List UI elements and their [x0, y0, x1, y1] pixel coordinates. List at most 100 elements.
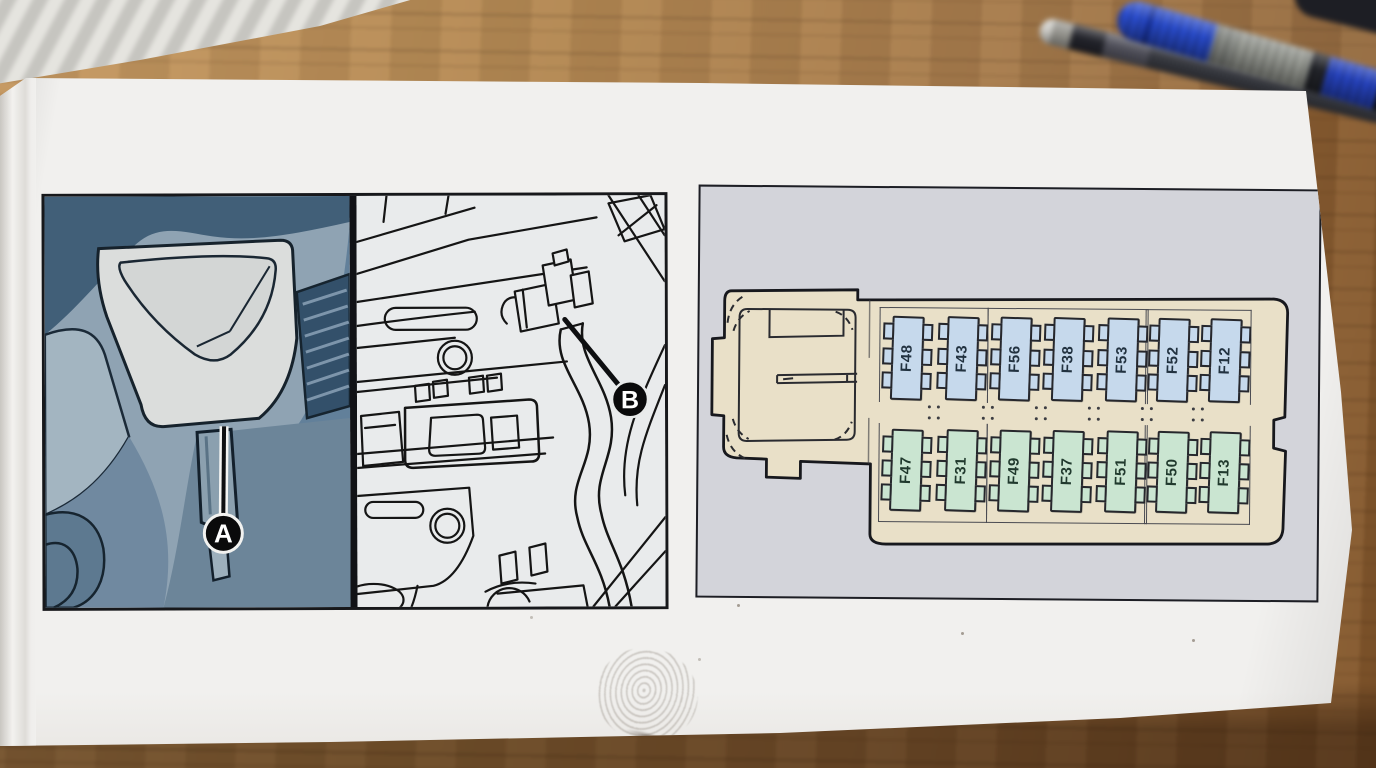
- diagram-dot: [990, 405, 994, 409]
- fuse-tab: [1199, 437, 1212, 456]
- fuse-tab: [1198, 485, 1210, 504]
- fuse-F47: F47: [880, 428, 933, 512]
- fuse-F50: F50: [1146, 430, 1199, 514]
- diagram-dot: [1200, 407, 1204, 411]
- engine-bay-illustration: B: [356, 195, 666, 607]
- fuse-tab: [989, 436, 1002, 454]
- fuse-tab: [920, 460, 932, 479]
- fuse-tab: [1082, 349, 1094, 368]
- fuse-label: F48: [897, 344, 916, 373]
- fuse-tab: [1200, 349, 1212, 368]
- fuse-tab: [1097, 349, 1109, 367]
- fuse-tab: [988, 484, 1000, 502]
- fuse-tab: [989, 372, 1001, 390]
- fuse-tab: [975, 373, 987, 391]
- diagram-dot: [1034, 417, 1038, 421]
- fuse-tab: [936, 435, 949, 454]
- fuse-tab: [1147, 373, 1159, 391]
- fuse-tab: [1136, 325, 1149, 343]
- diagram-dot: [936, 416, 940, 420]
- fuse-tab: [1041, 484, 1053, 502]
- fuse-tab: [976, 324, 989, 342]
- paper-speck: [737, 604, 740, 607]
- fuse-tab: [1238, 375, 1250, 393]
- callout-a-label: A: [214, 518, 233, 548]
- fuse-label: F51: [1111, 457, 1130, 486]
- fuse-tab: [1237, 487, 1249, 505]
- fuse-tab: [937, 322, 950, 341]
- fuse-tab: [1239, 326, 1252, 344]
- fuse-label: F56: [1005, 344, 1024, 374]
- fuse-tab: [921, 348, 933, 367]
- fuse-tab: [1148, 349, 1160, 367]
- illustration-panel-frame: A: [41, 192, 669, 611]
- diagram-dot: [1191, 407, 1195, 411]
- diagram-dot: [1034, 406, 1038, 410]
- fuse-tab: [935, 483, 947, 502]
- fuse-tab: [1081, 437, 1094, 456]
- paper-speck: [961, 632, 964, 635]
- fuse-tab: [1097, 324, 1110, 342]
- fuse-tab: [974, 485, 986, 503]
- fuse-tab: [1043, 348, 1055, 366]
- fuse-tab: [1081, 461, 1093, 480]
- paper-speck: [1192, 639, 1195, 642]
- fuse-label: F31: [951, 456, 970, 485]
- fuse-tab: [1096, 437, 1109, 455]
- fuse-F31: F31: [935, 429, 988, 513]
- fuse-tab: [1081, 373, 1093, 392]
- fuse-tab: [1043, 323, 1056, 342]
- fuse-tab: [1148, 324, 1161, 342]
- diagram-dot: [1096, 417, 1100, 421]
- fuse-tab: [1028, 461, 1040, 479]
- fuse-tab: [990, 348, 1002, 366]
- diagram-dot: [1043, 417, 1047, 421]
- fuse-label: F37: [1057, 457, 1076, 486]
- diagram-dot: [1140, 407, 1144, 411]
- fuse-tab: [920, 372, 932, 391]
- diagram-dot: [1043, 406, 1047, 410]
- fuse-tab: [1187, 350, 1199, 369]
- diagram-dot: [927, 416, 931, 420]
- fuse-tab: [1200, 324, 1213, 343]
- fuse-tab: [975, 461, 987, 479]
- fuse-tab: [880, 483, 892, 501]
- paper-speck: [698, 658, 701, 661]
- fuse-tab: [1096, 461, 1108, 479]
- fuse-label: F49: [1004, 456, 1023, 486]
- fuse-tab: [1187, 325, 1200, 344]
- fuse-F52: F52: [1147, 317, 1200, 403]
- fuse-tab: [989, 460, 1001, 478]
- fuse-tab: [1199, 373, 1211, 392]
- fuse-tab: [976, 349, 988, 367]
- fuse-tab: [1082, 324, 1095, 343]
- fuse-F13: F13: [1198, 431, 1251, 515]
- diagram-dot: [927, 405, 931, 409]
- diagram-dot: [1096, 406, 1100, 410]
- fuse-tab: [1029, 349, 1041, 367]
- fuse-tab: [1134, 486, 1146, 504]
- diagram-dot: [1087, 406, 1091, 410]
- fuse-tab: [936, 371, 948, 390]
- fuse-tab: [1096, 373, 1108, 391]
- fuse-tab: [1042, 436, 1055, 454]
- fuse-tab: [920, 436, 933, 455]
- fuse-F37: F37: [1041, 429, 1094, 513]
- diagram-dot: [1140, 418, 1144, 422]
- fuse-tab: [990, 323, 1003, 341]
- fuse-F43: F43: [936, 316, 989, 402]
- diagram-dot: [990, 416, 994, 420]
- fuse-F12: F12: [1199, 318, 1252, 404]
- fuse-tab: [1186, 438, 1199, 457]
- fuse-tab: [881, 435, 894, 453]
- fuse-tab: [1136, 350, 1148, 368]
- booklet-spine-edge: [0, 78, 36, 746]
- paper-speck: [530, 616, 533, 619]
- diagram-dot: [1149, 407, 1153, 411]
- fuse-F48: F48: [881, 315, 934, 401]
- fuse-F51: F51: [1095, 430, 1148, 514]
- fuse-tab: [882, 347, 894, 365]
- fuse-tab: [1147, 461, 1159, 479]
- fuse-tab: [1029, 324, 1042, 342]
